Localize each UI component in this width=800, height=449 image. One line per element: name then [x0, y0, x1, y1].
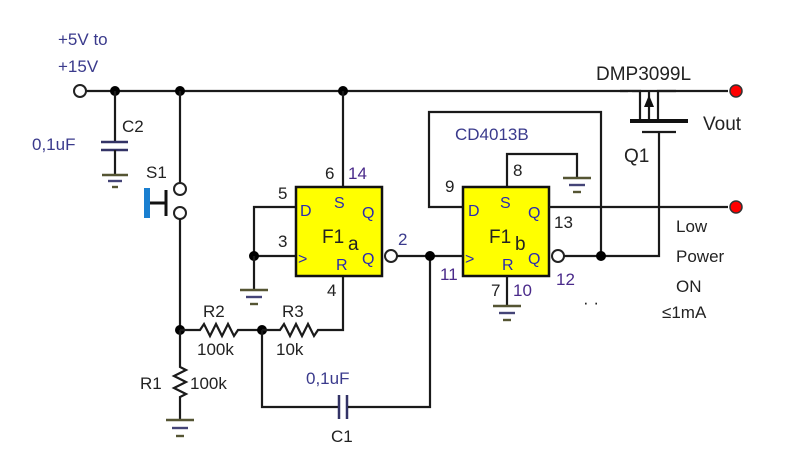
f1b-num-qn: 12	[556, 270, 575, 289]
c1-value: 0,1uF	[306, 369, 349, 388]
r2-resistor	[180, 321, 262, 339]
f1a-sub: a	[348, 234, 359, 255]
c2-value: 0,1uF	[32, 135, 75, 154]
r3-value: 10k	[276, 340, 304, 359]
f1b-name: F1	[489, 227, 511, 248]
f1b-pin-s: S	[500, 195, 511, 212]
f1b-num-r: 10	[513, 281, 532, 300]
s1-contact	[173, 206, 187, 220]
r1-resistor	[171, 330, 189, 420]
f1b-pin-clk: >	[465, 251, 474, 268]
f1a-pin-q: Q	[362, 205, 374, 222]
f1a-pin-r: R	[336, 257, 348, 274]
c1-wire	[260, 330, 338, 409]
q1-source	[620, 89, 642, 121]
r1-value: 100k	[190, 374, 227, 393]
supply-label-1: +5V to	[58, 30, 108, 49]
flipflop-f1b	[461, 185, 551, 278]
f1a-inverter-bubble	[384, 249, 398, 263]
low-power-terminal[interactable]	[729, 200, 743, 214]
dots: · ·	[583, 293, 599, 312]
r1-label: R1	[140, 374, 162, 393]
f1b-set-wire	[505, 152, 579, 187]
f1b-num-vss: 7	[491, 281, 500, 300]
q1-label: Q1	[624, 146, 649, 167]
f1b-inverter-bubble	[551, 249, 565, 263]
f1a-pin-qn: Q	[362, 251, 374, 268]
supply-label-2: +15V	[58, 57, 99, 76]
f1b-num-s: 8	[513, 161, 522, 180]
f1b-qn-to-gate-wire	[564, 132, 661, 258]
f1a-num-r: 4	[327, 281, 336, 300]
low-power-line3: ON	[676, 277, 702, 296]
f1a-num-clk: 3	[278, 232, 287, 251]
f1b-num-clk: 11	[440, 265, 458, 284]
f1b-pin-q: Q	[528, 205, 540, 222]
f1b-num-q: 13	[554, 213, 573, 232]
f1a-pin-clk: >	[298, 251, 307, 268]
supply-terminal[interactable]	[73, 84, 87, 98]
flipflop-f1a	[294, 185, 384, 278]
vout-label: Vout	[703, 114, 742, 135]
c1-wire	[348, 256, 432, 409]
junction	[596, 251, 606, 261]
f1b-pin-r: R	[502, 257, 514, 274]
s1-button[interactable]	[144, 188, 150, 218]
low-power-line2: Power	[676, 247, 725, 266]
junction	[425, 251, 435, 261]
f1a-num-qn: 2	[398, 230, 407, 249]
f1a-pin-d: D	[300, 203, 312, 220]
f1a-num-d: 5	[278, 184, 287, 203]
c1-label: C1	[331, 427, 353, 446]
r3-label: R3	[282, 302, 304, 321]
r3-resistor	[262, 276, 345, 339]
c2-label: C2	[122, 117, 144, 136]
f1b-feedback-wire	[427, 110, 603, 256]
f1a-name: F1	[322, 227, 344, 248]
s1-label: S1	[146, 163, 167, 182]
q1-arrow-icon	[644, 95, 654, 107]
f1a-d-clk-wire	[252, 205, 296, 258]
f1a-num-s: 6	[325, 164, 334, 183]
ic-part-label: CD4013B	[455, 125, 529, 144]
f1a-pin-s: S	[334, 195, 345, 212]
f1b-pin-d: D	[468, 203, 480, 220]
low-power-line4: ≤1mA	[662, 303, 707, 322]
low-power-line1: Low	[676, 217, 708, 236]
f1b-pin-qn: Q	[528, 251, 540, 268]
f1a-num-vdd: 14	[348, 164, 367, 183]
vout-terminal[interactable]	[729, 84, 743, 98]
s1-contact	[173, 182, 187, 196]
r2-value: 100k	[197, 340, 234, 359]
f1b-num-d: 9	[445, 177, 454, 196]
q1-drain	[656, 89, 676, 121]
r2-label: R2	[203, 302, 225, 321]
q1-part: DMP3099L	[596, 64, 691, 85]
f1b-sub: b	[515, 234, 526, 255]
